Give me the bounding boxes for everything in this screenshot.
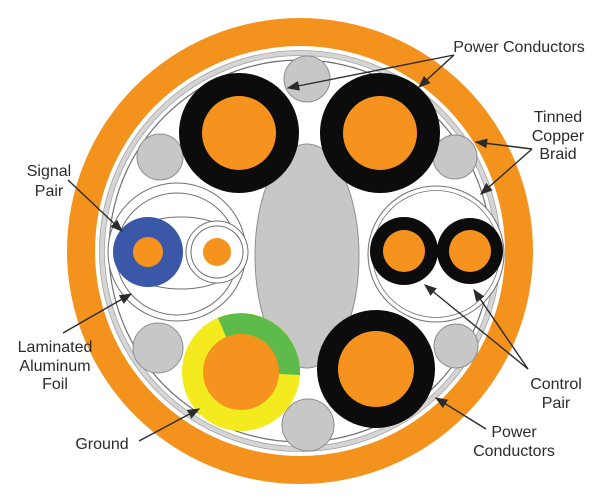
control-conductor-right	[437, 218, 503, 284]
label-signal-pair-line1: Signal	[27, 163, 71, 180]
center-filler	[254, 143, 360, 369]
arrow-power-top-right	[417, 54, 455, 88]
arrow-power-bottom	[434, 397, 487, 430]
label-control-pair-line1: Control	[530, 376, 582, 393]
arrow-power-top-left	[286, 54, 455, 91]
signal-pair-group	[107, 182, 249, 322]
arrow-braid-lower	[479, 148, 533, 195]
power-conductor-top-right	[320, 73, 440, 193]
label-power-conductors-bottom-line1: Power	[491, 424, 537, 441]
label-tinned-copper-braid-line1: Tinned	[534, 109, 582, 126]
label-signal-pair-line2: Pair	[35, 183, 64, 200]
filler-strand-upper-right	[432, 134, 478, 180]
label-laminated-aluminum-foil-line1: Laminated	[18, 339, 93, 356]
label-control-pair-line2: Pair	[542, 395, 571, 412]
signal-conductor-white	[185, 220, 249, 284]
arrow-braid-upper	[474, 138, 533, 150]
label-tinned-copper-braid-line2: Copper	[532, 128, 585, 145]
label-tinned-copper-braid-line3: Braid	[539, 146, 576, 163]
filler-strand-bottom	[281, 398, 335, 452]
arrow-ground	[138, 408, 201, 442]
label-laminated-aluminum-foil-line3: Foil	[42, 376, 68, 393]
arrow-control-right	[473, 288, 529, 370]
arrow-signal-pair	[67, 179, 124, 232]
label-laminated-aluminum-foil-line2: Aluminum	[19, 358, 90, 375]
ground-conductor	[182, 313, 301, 431]
filler-strand-lower-left	[132, 322, 184, 374]
arrow-aluminum-foil	[62, 293, 133, 334]
control-pair-group	[367, 185, 505, 323]
filler-strand-top	[283, 55, 331, 103]
power-conductor-bottom	[317, 310, 435, 428]
control-conductor-left	[370, 217, 438, 285]
filler-strand-upper-left	[136, 133, 184, 181]
label-power-conductors-top: Power Conductors	[453, 39, 585, 56]
signal-conductor-blue	[113, 217, 183, 287]
label-power-conductors-bottom-line2: Conductors	[473, 443, 555, 460]
filler-strand-lower-right	[433, 323, 479, 369]
arrow-control-left	[423, 284, 529, 370]
label-ground: Ground	[75, 436, 128, 453]
power-conductor-top-left	[179, 73, 299, 193]
